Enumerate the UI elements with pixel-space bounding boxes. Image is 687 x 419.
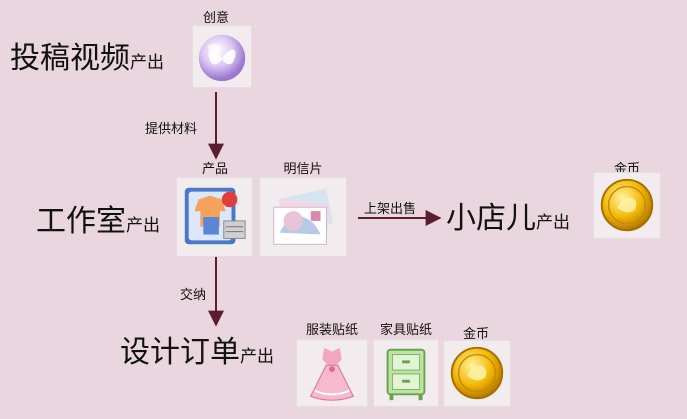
node-studio: 工作室产出 [36,205,160,243]
node-shop-suffix: 产出 [536,213,570,233]
tile-postcard [259,177,347,257]
tile-furniture-sticker [373,339,439,407]
edge-label-provide: 提供材料 [145,122,198,137]
edge-label-deliver: 交纳 [180,288,207,303]
gold-coin-icon [450,346,504,400]
green-cabinet-icon [386,348,426,401]
caption-product: 产品 [201,162,228,177]
node-shop-title: 小店儿 [446,201,536,236]
gold-coin-icon [600,178,654,232]
caption-clothing-sticker: 服装贴纸 [305,323,358,338]
node-order-suffix: 产出 [240,347,274,367]
node-order: 设计订单产出 [120,336,274,374]
caption-creativity: 创意 [202,11,229,26]
caption-postcard: 明信片 [283,162,323,177]
node-video-title: 投稿视频 [10,41,130,76]
butterfly-orb-icon [198,34,246,82]
tile-product [176,177,253,257]
node-studio-suffix: 产出 [126,216,160,236]
node-order-title: 设计订单 [120,335,240,370]
postcard-stack-icon [273,188,334,245]
node-video: 投稿视频产出 [10,42,164,80]
tile-clothing-sticker [296,339,368,407]
caption-coin-order: 金币 [462,327,489,342]
node-studio-title: 工作室 [36,204,126,239]
node-video-suffix: 产出 [130,53,164,73]
tile-coin-shop [593,172,661,239]
tile-creativity [192,25,252,88]
edge-label-list-for-sale: 上架出售 [364,202,417,217]
caption-furniture-sticker: 家具贴纸 [379,323,432,338]
node-shop: 小店儿产出 [446,202,570,240]
clothing-folder-icon [184,187,246,245]
pink-dress-icon [309,347,355,401]
tile-coin-order [443,340,511,407]
